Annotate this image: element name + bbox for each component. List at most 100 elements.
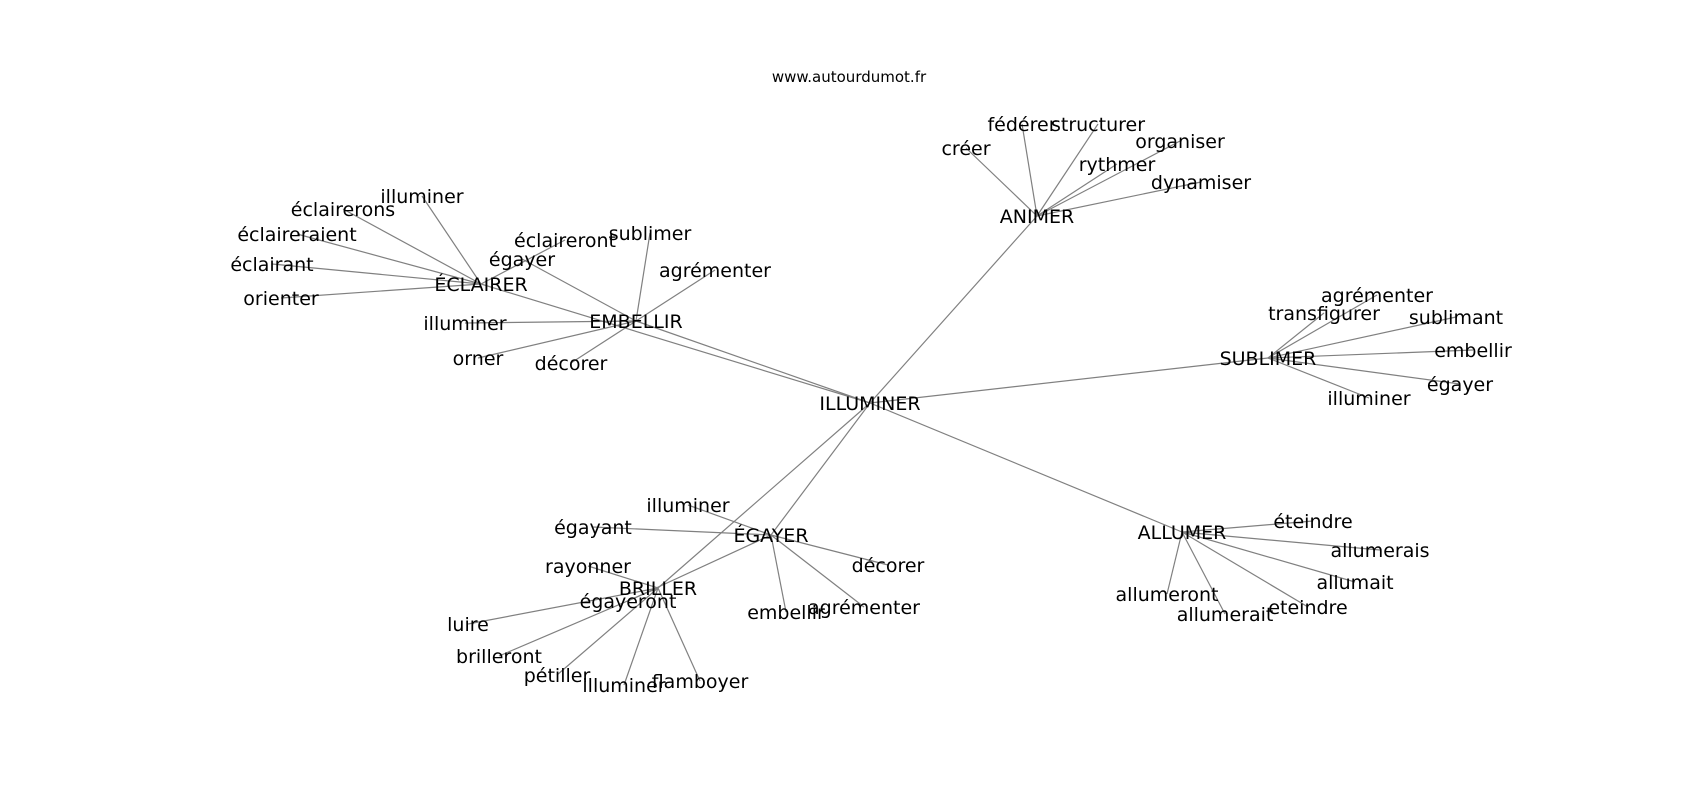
- edge-n_animer-a_rythmer: [1036, 163, 1118, 217]
- node-label-a_structurer: structurer: [1051, 114, 1145, 136]
- node-label-a_dynamiser: dynamiser: [1151, 172, 1251, 194]
- edge-n_sublimer-s_illuminer: [1267, 357, 1370, 399]
- edge-n_animer-a_organiser: [1036, 140, 1181, 217]
- edge-n_eclairer-c_eclaireraient: [296, 233, 482, 285]
- edge-n_eclairer-c_illuminer: [421, 195, 482, 285]
- edge-n_sublimer-s_agrementer: [1267, 294, 1378, 359]
- node-label-s_egayer: égayer: [1427, 374, 1493, 396]
- edge-n_animer-a_structurer: [1036, 123, 1099, 217]
- node-label-c_eclaireront: éclaireront: [514, 230, 616, 252]
- node-label-n_allumer: ALLUMER: [1138, 522, 1227, 544]
- edge-n_egayer-g_decorer: [770, 534, 889, 566]
- node-label-g_decorer: décorer: [852, 555, 925, 577]
- edges-layer: [271, 123, 1474, 686]
- node-label-m_sublimer: sublimer: [609, 223, 692, 245]
- edge-n_embellir-m_orner: [477, 320, 637, 359]
- node-label-g_egayeront: égayeront: [580, 591, 677, 613]
- edge-n_illuminer-n_animer: [869, 215, 1038, 404]
- edge-n_allumer-l_eteindre1: [1181, 520, 1314, 533]
- node-label-n_briller: BRILLER: [619, 578, 697, 600]
- edge-n_embellir-m_egayer: [521, 258, 637, 322]
- edge-n_embellir-m_decorer: [570, 320, 637, 364]
- node-label-g_embellir: embellir: [747, 602, 825, 624]
- node-label-c_eclaireraient: éclaireraient: [237, 224, 356, 246]
- node-label-a_creer: créer: [941, 138, 990, 160]
- node-label-n_sublimer: SUBLIMER: [1220, 348, 1317, 370]
- node-label-s_illuminer: illuminer: [1327, 388, 1410, 410]
- node-label-b_rayonner: rayonner: [545, 556, 631, 578]
- edge-n_eclairer-c_orienter: [280, 283, 482, 299]
- edge-n_animer-a_federer: [1021, 123, 1038, 217]
- node-label-g_egayant: égayant: [554, 517, 632, 539]
- edge-n_eclairer-c_eclairerons: [342, 208, 482, 285]
- node-label-b_luire: luire: [447, 614, 489, 636]
- edge-n_illuminer-n_sublimer: [869, 357, 1269, 404]
- node-label-n_illuminer: ILLUMINER: [819, 393, 920, 415]
- edge-n_briller-b_brilleront: [498, 587, 659, 657]
- edge-n_eclairer-c_eclairant: [271, 263, 482, 285]
- node-label-c_eclairant: éclairant: [230, 254, 313, 276]
- node-label-n_eclairer: ÉCLAIRER: [434, 273, 527, 296]
- edge-n_briller-b_luire: [467, 587, 659, 625]
- edge-n_briller-b_petiller: [556, 587, 659, 676]
- edge-n_animer-a_creer: [965, 147, 1038, 217]
- node-label-m_egayer: égayer: [489, 249, 555, 271]
- node-label-l_eteindre2: eteindre: [1268, 597, 1347, 619]
- node-label-b_petiller: pétiller: [524, 665, 591, 687]
- edge-n_illuminer-n_embellir: [635, 320, 871, 404]
- edge-n_animer-a_dynamiser: [1036, 181, 1202, 217]
- node-label-s_agrementer: agrémenter: [1321, 285, 1433, 307]
- node-label-l_allumerait: allumerait: [1177, 604, 1274, 626]
- node-label-s_transfigurer: transfigurer: [1268, 303, 1380, 325]
- node-label-g_agrementer: agrémenter: [808, 597, 920, 619]
- edge-n_allumer-l_allumerais: [1181, 531, 1381, 551]
- node-label-n_embellir: EMBELLIR: [589, 311, 682, 333]
- edge-n_embellir-m_agrementer: [635, 269, 716, 322]
- labels-layer: ILLUMINER ANIMER ÉCLAIRER EMBELLIR SUBLIMER A…: [230, 114, 1512, 697]
- node-label-m_agrementer: agrémenter: [659, 260, 771, 282]
- node-label-m_decorer: décorer: [535, 353, 608, 375]
- edge-n_allumer-l_allumait: [1181, 531, 1356, 583]
- node-label-a_federer: fédérer: [987, 114, 1056, 136]
- node-label-m_orner: orner: [453, 348, 504, 370]
- node-label-l_allumait: allumait: [1316, 572, 1393, 594]
- edge-n_allumer-l_allumerait: [1181, 531, 1226, 615]
- site-caption: www.autourdumot.fr: [772, 68, 927, 86]
- edge-n_egayer-g_embellir: [770, 534, 787, 613]
- node-label-b_brilleront: brilleront: [456, 646, 542, 668]
- node-label-s_embellir: embellir: [1434, 340, 1512, 362]
- node-label-m_illuminer: illuminer: [423, 313, 506, 335]
- node-label-g_illuminer: illuminer: [646, 495, 729, 517]
- edge-n_illuminer-n_allumer: [869, 402, 1183, 533]
- edge-n_illuminer-n_eclairer: [480, 283, 871, 404]
- edge-n_briller-b_rayonner: [587, 565, 659, 589]
- node-label-a_organiser: organiser: [1135, 131, 1225, 153]
- node-label-c_orienter: orienter: [243, 288, 319, 310]
- edge-n_sublimer-s_embellir: [1267, 349, 1474, 359]
- node-label-a_rythmer: rythmer: [1079, 154, 1156, 176]
- edge-n_briller-b_illuminer: [623, 587, 659, 686]
- edge-n_egayer-g_illuminer: [687, 504, 772, 536]
- edge-n_sublimer-s_sublimant: [1267, 316, 1457, 359]
- node-label-n_animer: ANIMER: [1000, 206, 1074, 228]
- node-label-n_egayer: ÉGAYER: [733, 524, 808, 547]
- edge-n_sublimer-s_egayer: [1267, 357, 1461, 385]
- node-label-c_eclairerons: éclairerons: [291, 199, 395, 221]
- edge-n_allumer-l_eteindre2: [1181, 531, 1309, 608]
- node-label-s_sublimant: sublimant: [1409, 307, 1503, 329]
- edge-n_embellir-m_sublimer: [635, 232, 651, 322]
- edge-n_sublimer-s_transfigurer: [1267, 312, 1325, 359]
- edge-n_eclairer-c_eclaireront: [480, 239, 566, 285]
- node-label-l_allumerais: allumerais: [1330, 540, 1429, 562]
- node-label-b_flamboyer: flamboyer: [652, 671, 749, 693]
- edge-n_illuminer-n_briller: [657, 402, 871, 589]
- node-label-l_allumeront: allumeront: [1116, 584, 1219, 606]
- edge-n_embellir-m_illuminer: [464, 320, 637, 324]
- edge-n_egayer-g_egayant: [592, 526, 772, 536]
- edge-n_allumer-l_allumeront: [1166, 531, 1183, 595]
- edge-n_illuminer-n_egayer: [770, 402, 871, 536]
- node-label-c_illuminer: illuminer: [380, 186, 463, 208]
- node-label-l_eteindre1: éteindre: [1273, 511, 1352, 533]
